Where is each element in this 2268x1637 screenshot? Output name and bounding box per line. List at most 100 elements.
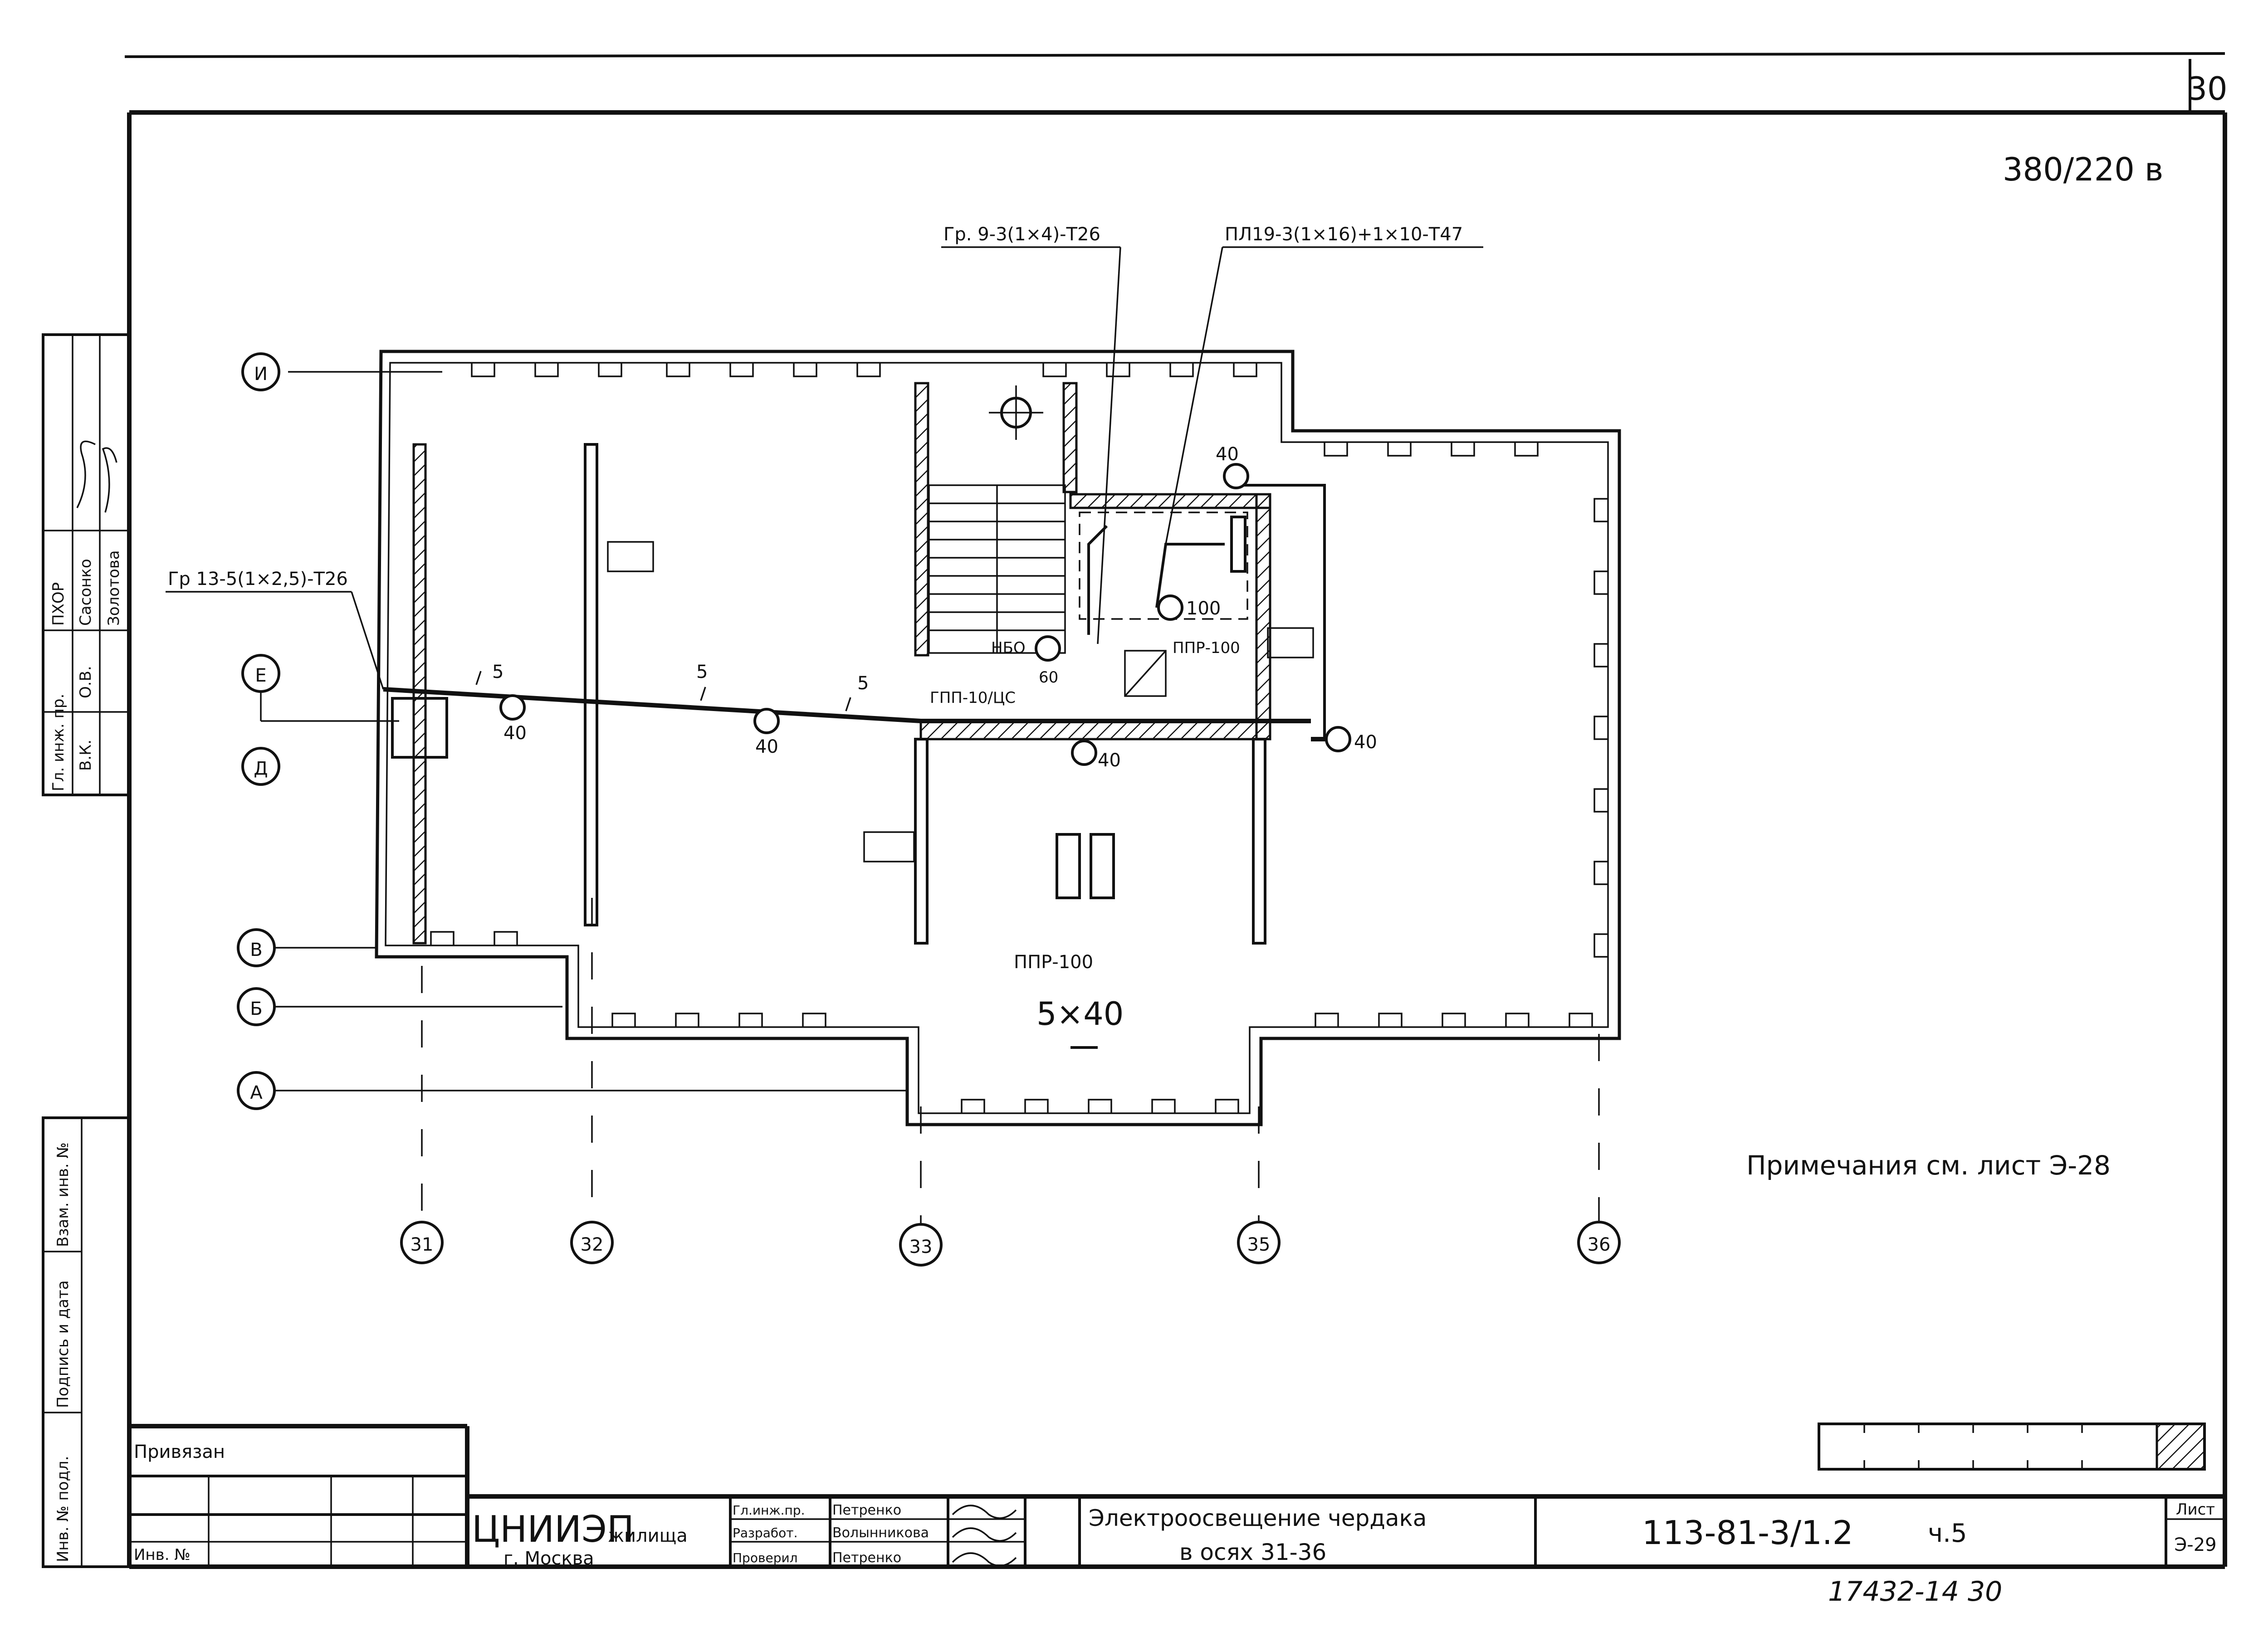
cable-group9-label: Гр. 9-3(1×4)-Т26 — [943, 224, 1100, 245]
signature-mark — [952, 1527, 1017, 1542]
stamp-value-3: Золотова — [105, 550, 123, 626]
axis-row-3: Д — [254, 758, 268, 779]
wire-group13 — [383, 687, 1311, 723]
axis-row-5: Б — [250, 999, 262, 1019]
side-stamp: Гл. инж. пр. О.В. В.К. ПХОР Сасонко Золо… — [42, 333, 131, 796]
axis-marker — [241, 747, 280, 786]
axis-row-6: А — [250, 1082, 263, 1103]
lamp-power-6: 100 — [1186, 598, 1221, 619]
inv-no-label: Инв. № — [134, 1546, 191, 1564]
lamps: 40 40 40 40 40 100 60 — [499, 444, 1377, 771]
signature-mark — [76, 440, 96, 508]
distribution-panel — [1230, 516, 1246, 573]
lamp — [753, 708, 780, 734]
cable-supply-label: ПЛ19-3(1×16)+1×10-Т47 — [1225, 224, 1463, 245]
gpp-label: ГПП-10/ЦС — [930, 689, 1016, 707]
axis-col-2: 32 — [581, 1234, 604, 1255]
axis-row-1: И — [254, 364, 268, 385]
axis-row-4: В — [250, 940, 262, 960]
page-number-box: 30 — [2187, 59, 2228, 112]
room-spec: 5×40 — [1036, 995, 1124, 1033]
key-plan — [1818, 1423, 2206, 1471]
org-sub: жилища — [608, 1525, 688, 1546]
drawing-title-1: Электроосвещение чердака — [1089, 1505, 1427, 1531]
axis-marker — [237, 987, 276, 1026]
stamp-value-1: ПХОР — [49, 582, 68, 626]
org-city: г. Москва — [503, 1548, 594, 1569]
page-number: 30 — [2187, 70, 2227, 107]
axis-col-1: 31 — [411, 1234, 434, 1255]
archive-number: 17432-14 30 — [1828, 1576, 2002, 1608]
stamp-role-1: Гл. инж. пр. — [49, 694, 68, 791]
sheet-value: Э-29 — [2174, 1535, 2216, 1555]
name-2: Волынникова — [832, 1525, 929, 1541]
axis-col-5: 36 — [1588, 1234, 1611, 1255]
name-1: Петренко — [832, 1502, 901, 1518]
wire-count-3: 5 — [857, 673, 869, 694]
stamp-role-3: В.К. — [77, 740, 95, 771]
project-code: 113-81-3/1.2 — [1642, 1514, 1853, 1552]
axis-marker — [237, 928, 276, 967]
voltage-label: 380/220 в — [2003, 151, 2163, 188]
column-axis-markers: 31 32 33 35 36 — [400, 1221, 1621, 1267]
role-1: Гл.инж.пр. — [733, 1503, 805, 1518]
ppr-main-label: ППР-100 — [1014, 952, 1093, 973]
building-outline — [375, 350, 1621, 1126]
lamp-power-1: 40 — [503, 723, 527, 744]
inventory-3: Взам. инв. № — [54, 1142, 72, 1247]
lamp-power-2: 40 — [755, 736, 778, 757]
axis-col-4: 35 — [1247, 1234, 1271, 1255]
part-label: ч.5 — [1928, 1519, 1967, 1548]
trim-line — [124, 52, 2225, 58]
wiring — [383, 484, 1338, 741]
stamp-value-2: Сасонко — [77, 559, 95, 626]
lamp — [1325, 726, 1351, 752]
role-2: Разработ. — [733, 1525, 797, 1540]
wire-count-2: 5 — [696, 662, 708, 682]
axis-marker — [1237, 1221, 1281, 1264]
notes-reference: Примечания см. лист Э-28 — [1746, 1150, 2111, 1181]
lamp-power-3: 40 — [1098, 750, 1121, 771]
inventory-2: Подпись и дата — [54, 1280, 72, 1408]
stair — [928, 385, 1066, 654]
lamp — [1035, 635, 1061, 662]
org-name: ЦНИИЭП — [472, 1508, 634, 1550]
interior-partitions — [391, 382, 1314, 945]
signature-mark — [102, 447, 117, 513]
nbo-label: НБО — [991, 639, 1026, 657]
axis-marker — [400, 1221, 444, 1264]
axis-marker — [899, 1223, 943, 1267]
name-3: Петренко — [832, 1550, 901, 1566]
attached-label: Привязан — [134, 1442, 225, 1462]
axis-col-3: 33 — [909, 1237, 933, 1257]
cable-group13-label: Гр 13-5(1×2,5)-Т26 — [168, 569, 348, 590]
lamp — [1223, 463, 1249, 489]
inventory-stamp: Инв. № подл. Подпись и дата Взам. инв. № — [42, 1116, 131, 1568]
lamp — [1071, 740, 1097, 766]
inventory-1: Инв. № подл. — [54, 1456, 72, 1562]
lamp — [1157, 594, 1183, 621]
role-3: Проверил — [733, 1550, 798, 1565]
lamp-power-7: 60 — [1039, 668, 1058, 687]
signature-mark — [952, 1552, 1017, 1567]
wire-count-1: 5 — [492, 662, 503, 682]
axis-marker — [241, 352, 280, 391]
signature-mark — [952, 1505, 1017, 1519]
title-block: Привязан Инв. № ЦНИИЭП жилища г. Москва … — [129, 1424, 2225, 1569]
axis-marker — [570, 1221, 614, 1264]
stamp-role-2: О.В. — [77, 666, 95, 698]
axis-row-2: Е — [255, 665, 266, 686]
drawing-title-2: в осях 31-36 — [1179, 1539, 1326, 1565]
ppr-small-label: ППР-100 — [1173, 639, 1240, 657]
axis-marker — [241, 654, 280, 693]
lamp-power-5: 40 — [1216, 444, 1239, 465]
sheet-label: Лист — [2176, 1501, 2215, 1519]
cable-callouts: Гр. 9-3(1×4)-Т26 ПЛ19-3(1×16)+1×10-Т47 Г… — [166, 224, 1483, 690]
wire-supply — [1243, 484, 1326, 739]
axis-marker — [1577, 1221, 1621, 1264]
lamp-power-4: 40 — [1354, 732, 1377, 753]
axis-lines — [260, 371, 1600, 1224]
row-axis-markers: И Е Д В Б А — [237, 352, 280, 1110]
axis-marker — [237, 1071, 276, 1110]
